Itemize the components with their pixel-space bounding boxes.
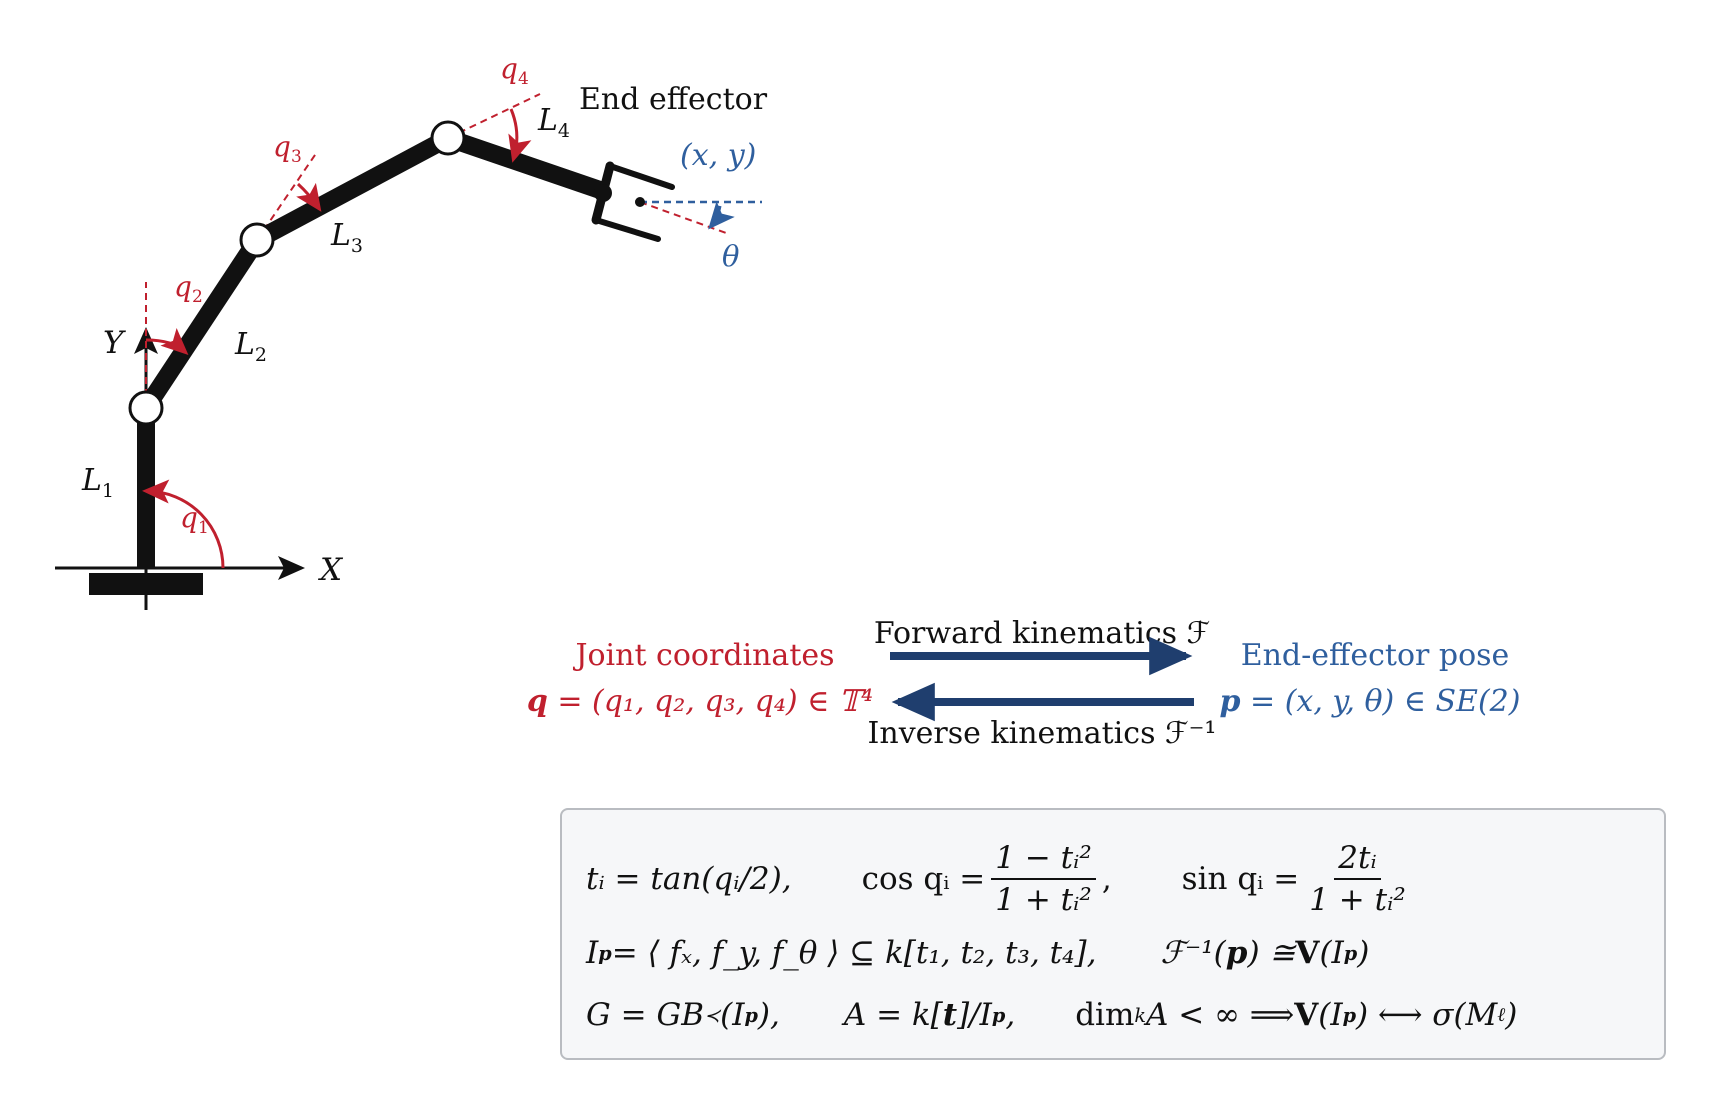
gripper <box>591 161 675 242</box>
angle-arc-theta <box>708 201 735 230</box>
joint-coordinates-title: Joint coordinates <box>572 638 834 673</box>
angle-label-q4: q4 <box>500 52 529 89</box>
angle-label-q2: q2 <box>174 270 203 307</box>
cos-tail: , <box>1101 861 1112 897</box>
t-definition: tᵢ = tan(qᵢ/2), <box>586 861 792 897</box>
link-label-1: L1 <box>81 463 114 502</box>
sin-numerator: 2tᵢ <box>1334 840 1381 880</box>
joint-coordinates-formula: q = (q₁, q₂, q₃, q₄) ∈ 𝕋⁴ <box>527 684 873 719</box>
sin-lhs: sin qᵢ = <box>1181 861 1300 897</box>
sin-denominator: 1 + tᵢ² <box>1309 882 1406 918</box>
gripper-mount <box>594 184 612 202</box>
angle-arc-q2 <box>145 327 189 356</box>
formula-row-tangent: tᵢ = tan(qᵢ/2), cos qᵢ = 1 − tᵢ² 1 + tᵢ²… <box>586 840 1416 918</box>
link-label-3: L3 <box>330 218 363 257</box>
joint-1 <box>128 390 164 426</box>
y-axis-label: Y <box>103 325 126 361</box>
angle-arc-q3 <box>296 182 322 212</box>
cos-denominator: 1 + tᵢ² <box>995 882 1092 918</box>
angle-label-q1: q1 <box>180 501 209 538</box>
end-effector-position-label: (x, y) <box>680 138 756 173</box>
angle-label-q3: q3 <box>273 130 302 167</box>
link-label-4: L4 <box>537 103 570 142</box>
x-axis-label: X <box>318 552 344 588</box>
sin-fraction: 2tᵢ 1 + tᵢ² <box>1305 840 1410 918</box>
angle-arc-q4 <box>508 108 532 163</box>
end-effector-pose-title: End-effector pose <box>1241 638 1510 673</box>
ref-line-ee-red <box>639 201 727 234</box>
link-2 <box>138 235 265 413</box>
cos-numerator: 1 − tᵢ² <box>991 840 1096 880</box>
end-effector-pose-formula: p = (x, y, θ) ∈ SE(2) <box>1220 684 1521 719</box>
angle-arc-q1 <box>142 479 225 569</box>
end-effector-point <box>635 197 645 207</box>
joint-2 <box>239 222 275 258</box>
link-label-2: L2 <box>234 327 267 366</box>
cos-fraction: 1 − tᵢ² 1 + tᵢ² <box>991 840 1096 918</box>
forward-kinematics-label: Forward kinematics ℱ <box>874 616 1210 651</box>
joint-3 <box>430 120 466 156</box>
inverse-kinematics-label: Inverse kinematics ℱ⁻¹ <box>868 716 1217 751</box>
cos-lhs: cos qᵢ = <box>861 861 986 897</box>
link-4 <box>445 129 603 199</box>
formula-box: tᵢ = tan(qᵢ/2), cos qᵢ = 1 − tᵢ² 1 + tᵢ²… <box>560 808 1666 1060</box>
link-3 <box>252 130 453 248</box>
end-effector-label: End effector <box>579 82 768 117</box>
end-effector-angle-label: θ <box>722 239 739 273</box>
